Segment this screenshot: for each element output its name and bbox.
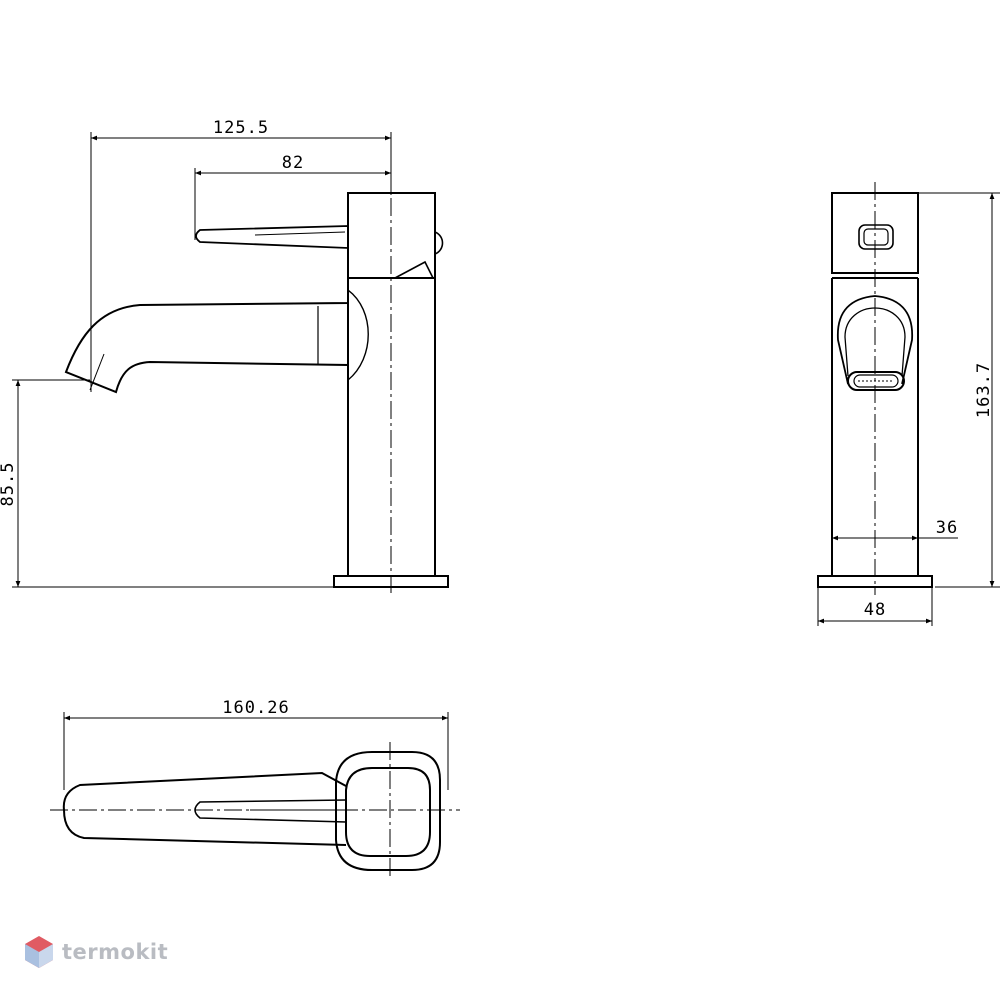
dim-base-width: 48 — [864, 600, 886, 620]
side-lever — [195, 225, 349, 249]
dim-spout-height: 85.5 — [0, 462, 18, 507]
lever-end — [858, 224, 894, 250]
front-dimensions — [817, 192, 1000, 626]
hexagon-cube-icon — [25, 936, 53, 968]
logo-text: termokit — [62, 940, 169, 964]
top-base — [335, 751, 441, 871]
side-dimensions — [12, 132, 448, 588]
dim-handle-offset: 82 — [282, 153, 304, 173]
brand-logo: termokit — [24, 935, 168, 969]
front-spout — [837, 295, 913, 385]
aerator — [847, 371, 905, 391]
dim-top-length: 160.26 — [222, 698, 289, 718]
top-handle-cap — [345, 767, 431, 857]
dim-total-height: 163.7 — [974, 362, 994, 418]
dim-spout-reach: 125.5 — [213, 118, 269, 138]
top-spout — [62, 771, 347, 846]
top-lever — [194, 799, 347, 823]
side-spout — [64, 290, 349, 394]
top-dimensions — [63, 712, 449, 790]
top-view — [62, 751, 441, 871]
dim-body-width: 36 — [936, 518, 958, 538]
spout-joint — [347, 289, 369, 381]
